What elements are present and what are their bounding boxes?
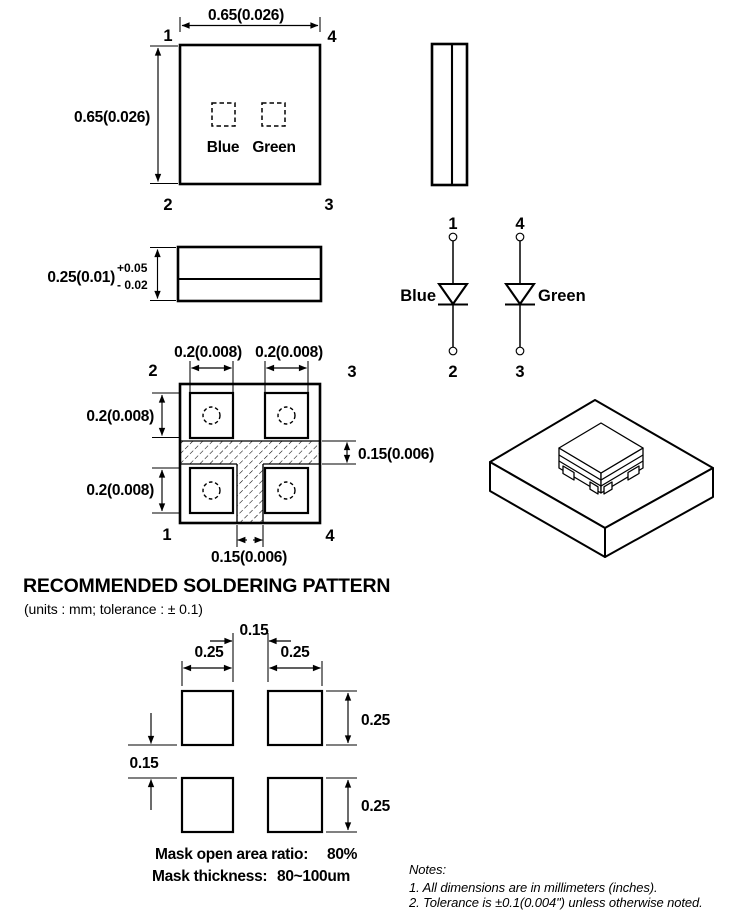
solder-pad-tr [266,689,324,747]
chip-pad [627,465,640,481]
circuit-pin-3: 3 [515,363,524,381]
circuit-blue-label: Blue [400,287,436,305]
bottom-view: 0.2(0.008) 0.2(0.008) 0.2(0.008) 0.2(0.0… [86,344,434,566]
notes-line-2: 2. Tolerance is ±0.1(0.004") unless othe… [408,895,703,910]
bottom-pin-3: 3 [347,363,356,381]
band-dim: 0.15(0.006) [358,446,434,463]
substrate-right-face [604,467,714,558]
green-diode: 4 3 Green [503,215,586,381]
green-die-outline [261,102,286,127]
front-outline [176,245,323,303]
diode-triangle [436,282,470,306]
green-die-label: Green [252,139,295,156]
side-outline [430,42,469,187]
chip-pad [562,465,575,481]
thermal-pad-hatch [180,441,320,522]
pad-h-top-dim: 0.25 [361,712,391,729]
package-outline [178,43,322,186]
terminal-circle [448,232,458,242]
terminal-circle [448,346,458,356]
chip-top-face [558,422,644,474]
solder-pad-tl [180,689,235,747]
thickness-dim: 0.25(0.01) [47,269,115,286]
bottom-pin-2: 2 [148,362,157,380]
pin-4-label: 4 [327,28,337,46]
pad-w-right-dim: 0.25 [281,644,311,661]
pad-width-left-dim: 0.2(0.008) [174,344,242,361]
pin-2-label: 2 [163,196,172,214]
pad-2 [188,391,235,440]
circuit-pin-1: 1 [448,215,457,233]
solder-pad-br [266,776,324,834]
mask-ratio-label: Mask open area ratio: [155,846,308,863]
soldering-heading: RECOMMENDED SOLDERING PATTERN [23,575,390,597]
front-view: 0.25(0.01) +0.05 - 0.02 [47,245,323,303]
circuit-green-label: Green [538,287,586,305]
circuit-pin-4: 4 [515,215,525,233]
via-circle [202,481,221,500]
mask-thickness-label: Mask thickness: [152,868,267,885]
pad-3 [263,391,310,440]
pad-1 [188,466,235,515]
soldering-subheading: (units : mm; tolerance : ± 0.1) [24,601,203,617]
side-view-right [430,42,469,187]
bottom-pin-1: 1 [162,526,171,544]
chip-pad [603,481,613,495]
circuit-pin-2: 2 [448,363,457,381]
via-circle [277,481,296,500]
notes-title: Notes: [409,862,446,877]
soldering-pattern: RECOMMENDED SOLDERING PATTERN (units : m… [23,575,391,885]
via-circle [202,406,221,425]
pad-height-top-dim: 0.2(0.008) [86,408,154,425]
iso-3d-view [489,399,714,558]
mask-ratio-value: 80% [327,846,358,863]
notes-block: Notes: 1. All dimensions are in millimet… [408,862,703,910]
pad-w-left-dim: 0.25 [195,644,225,661]
chip-pad [589,481,599,495]
pad-h-bottom-dim: 0.25 [361,798,391,815]
stem-dim: 0.15(0.006) [211,549,287,566]
thickness-tol-plus: +0.05 [117,261,148,275]
circuit-diagram: 1 2 Blue 4 3 Green [400,215,585,381]
pad-height-bottom-dim: 0.2(0.008) [86,482,154,499]
notes-line-1: 1. All dimensions are in millimeters (in… [409,880,658,895]
top-view: Blue Green 0.65(0.026) 0.65(0.026) 1 4 2… [74,7,337,214]
pad-width-right-dim: 0.2(0.008) [255,344,323,361]
blue-diode: 1 2 Blue [400,215,470,381]
blue-die-label: Blue [207,139,240,156]
bottom-pin-4: 4 [325,527,335,545]
top-width-dim: 0.65(0.026) [208,7,284,24]
pin-3-label: 3 [324,196,333,214]
thickness-tol-minus: - 0.02 [117,278,148,292]
gap-y-dim: 0.15 [130,755,160,772]
solder-pad-bl [180,776,235,834]
blue-die-outline [211,102,236,127]
gap-x-dim: 0.15 [240,622,270,639]
terminal-circle [515,346,525,356]
terminal-circle [515,232,525,242]
pin-1-label: 1 [163,27,172,45]
mask-thickness-value: 80~100um [277,868,350,885]
via-circle [277,406,296,425]
top-height-dim: 0.65(0.026) [74,109,150,126]
pad-4 [263,466,310,515]
diode-triangle [503,282,537,306]
